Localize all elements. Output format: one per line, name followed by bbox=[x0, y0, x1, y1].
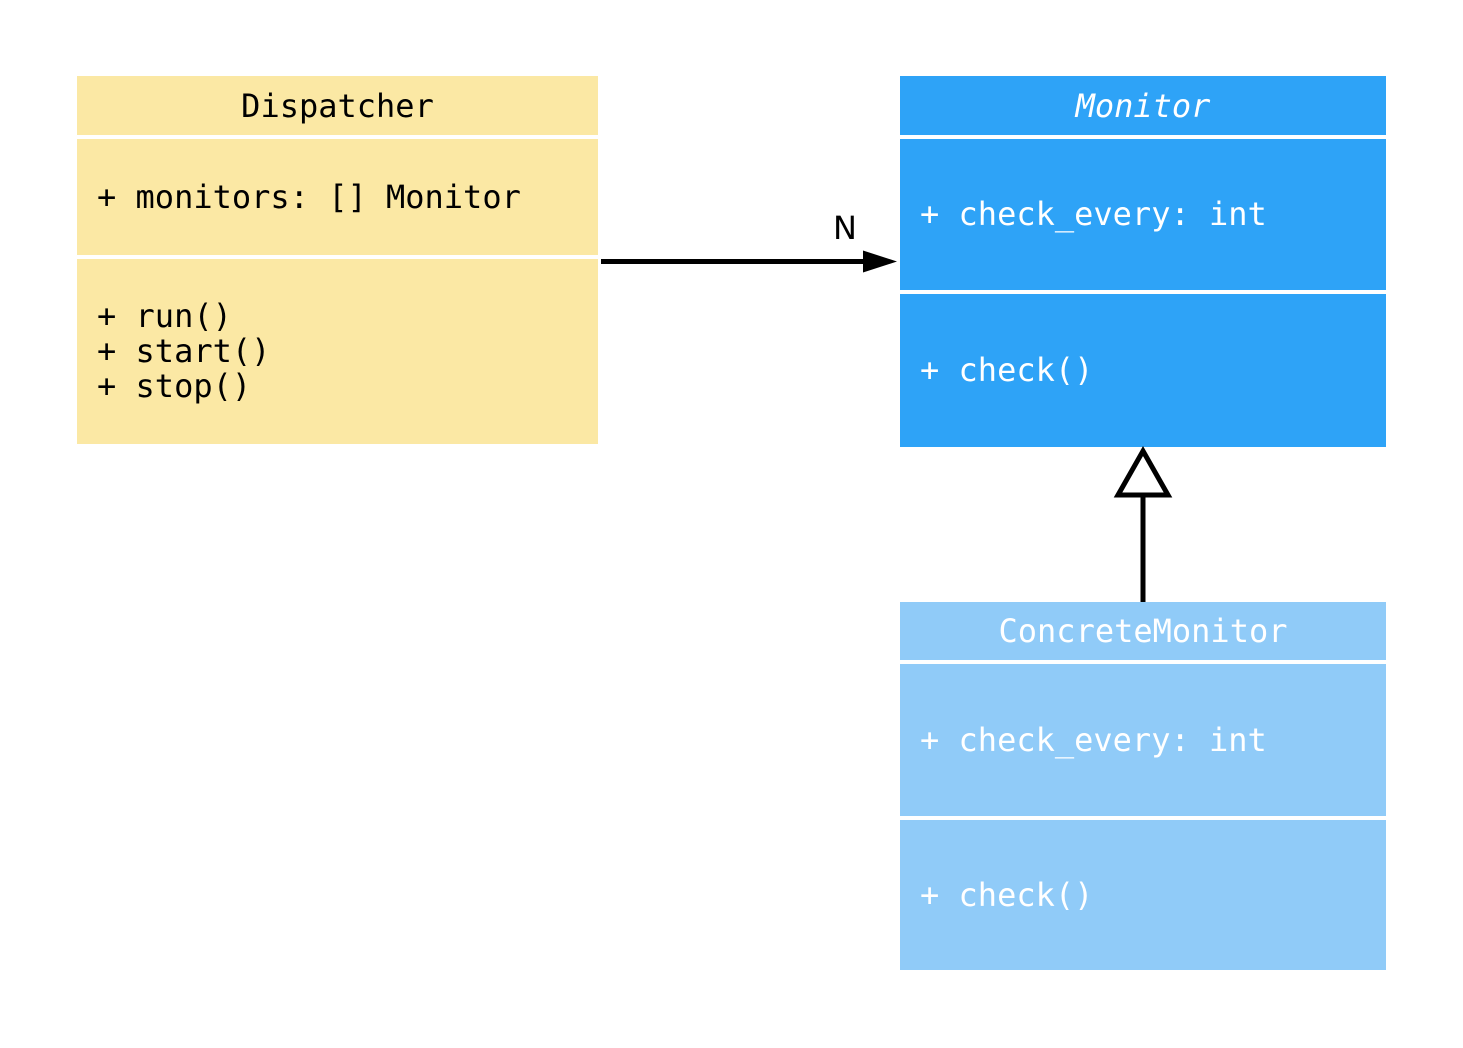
class-attributes-monitor: + check_every: int bbox=[900, 139, 1386, 290]
attribute-line: + check_every: int bbox=[920, 720, 1267, 759]
class-title-monitor: Monitor bbox=[900, 76, 1386, 135]
attribute-line: + check_every: int bbox=[920, 195, 1267, 233]
method-line: + check() bbox=[920, 875, 1094, 914]
association-multiplicity-label: N bbox=[833, 209, 857, 247]
class-box-monitor: Monitor + check_every: int + check() bbox=[900, 76, 1386, 447]
class-box-dispatcher: Dispatcher + monitors: [] Monitor + run(… bbox=[77, 76, 598, 444]
class-attributes-dispatcher: + monitors: [] Monitor bbox=[77, 139, 598, 255]
class-box-concrete-monitor: ConcreteMonitor + check_every: int + che… bbox=[900, 602, 1386, 970]
class-methods-monitor: + check() bbox=[900, 294, 1386, 447]
class-title-concrete-monitor: ConcreteMonitor bbox=[900, 602, 1386, 660]
method-line: + start() bbox=[97, 332, 271, 370]
class-attributes-concrete-monitor: + check_every: int bbox=[900, 664, 1386, 816]
association-arrowhead-icon bbox=[863, 250, 897, 273]
class-title-dispatcher: Dispatcher bbox=[77, 76, 598, 135]
class-methods-concrete-monitor: + check() bbox=[900, 820, 1386, 970]
attribute-line: + monitors: [] Monitor bbox=[97, 177, 521, 216]
method-line: + check() bbox=[920, 351, 1094, 389]
inheritance-triangle-icon bbox=[1113, 445, 1173, 498]
class-methods-dispatcher: + run() + start() + stop() bbox=[77, 259, 598, 444]
inheritance-arrow bbox=[1113, 445, 1173, 602]
method-line: + stop() bbox=[97, 367, 252, 405]
association-arrow bbox=[601, 250, 897, 273]
method-line: + run() bbox=[97, 297, 232, 335]
